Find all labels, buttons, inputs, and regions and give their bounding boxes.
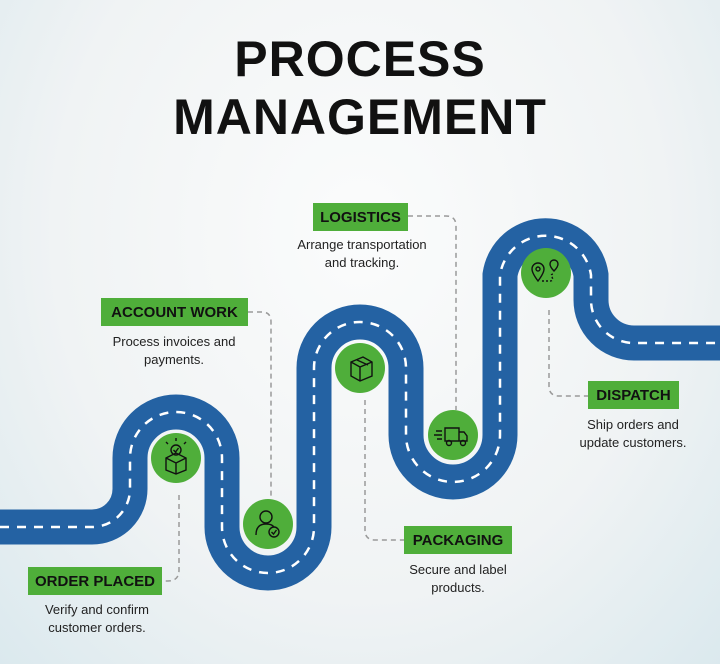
step-icon-logistics <box>428 410 478 460</box>
step-icon-order-placed <box>151 433 201 483</box>
connector-dispatch <box>548 310 588 397</box>
step-desc-order-placed: Verify and confirm customer orders. <box>0 601 197 637</box>
route-pins-icon <box>531 259 559 283</box>
step-label-packaging: PACKAGING <box>404 526 512 554</box>
connector-order-placed <box>162 495 180 582</box>
step-desc-line: Secure and label <box>409 562 507 577</box>
step-desc-line: Process invoices and <box>112 334 236 349</box>
box-check-icon <box>165 438 187 475</box>
step-desc-account-work: Process invoices and payments. <box>74 333 274 369</box>
step-desc-line: customer orders. <box>48 620 146 635</box>
connector-account-work <box>248 311 272 497</box>
step-desc-line: and tracking. <box>324 255 400 270</box>
step-icon-dispatch <box>521 248 571 298</box>
connector-logistics <box>408 215 457 410</box>
title-line-2: MANAGEMENT <box>173 89 547 145</box>
step-label-dispatch: DISPATCH <box>588 381 679 409</box>
user-check-icon <box>255 510 280 538</box>
step-label-order-placed: ORDER PLACED <box>28 567 162 595</box>
step-label-logistics: LOGISTICS <box>313 203 408 231</box>
step-desc-line: payments. <box>144 352 204 367</box>
connectors <box>162 215 588 582</box>
connector-packaging <box>364 400 404 541</box>
step-icon-account-work <box>243 499 293 549</box>
step-desc-line: products. <box>431 580 485 595</box>
step-desc-line: Verify and confirm <box>44 602 150 617</box>
step-desc-line: update customers. <box>579 435 687 450</box>
title-line-1: PROCESS <box>234 31 486 87</box>
step-desc-logistics: Arrange transportation and tracking. <box>262 236 462 272</box>
truck-icon <box>434 427 468 447</box>
step-desc-dispatch: Ship orders and update customers. <box>533 416 720 452</box>
step-desc-line: Arrange transportation <box>297 237 427 252</box>
package-icon <box>350 356 373 382</box>
step-desc-packaging: Secure and label products. <box>358 561 558 597</box>
road-center-line <box>0 234 720 575</box>
step-icon-packaging <box>335 343 385 393</box>
step-desc-line: Ship orders and <box>587 417 679 432</box>
step-label-account-work: ACCOUNT WORK <box>101 298 248 326</box>
